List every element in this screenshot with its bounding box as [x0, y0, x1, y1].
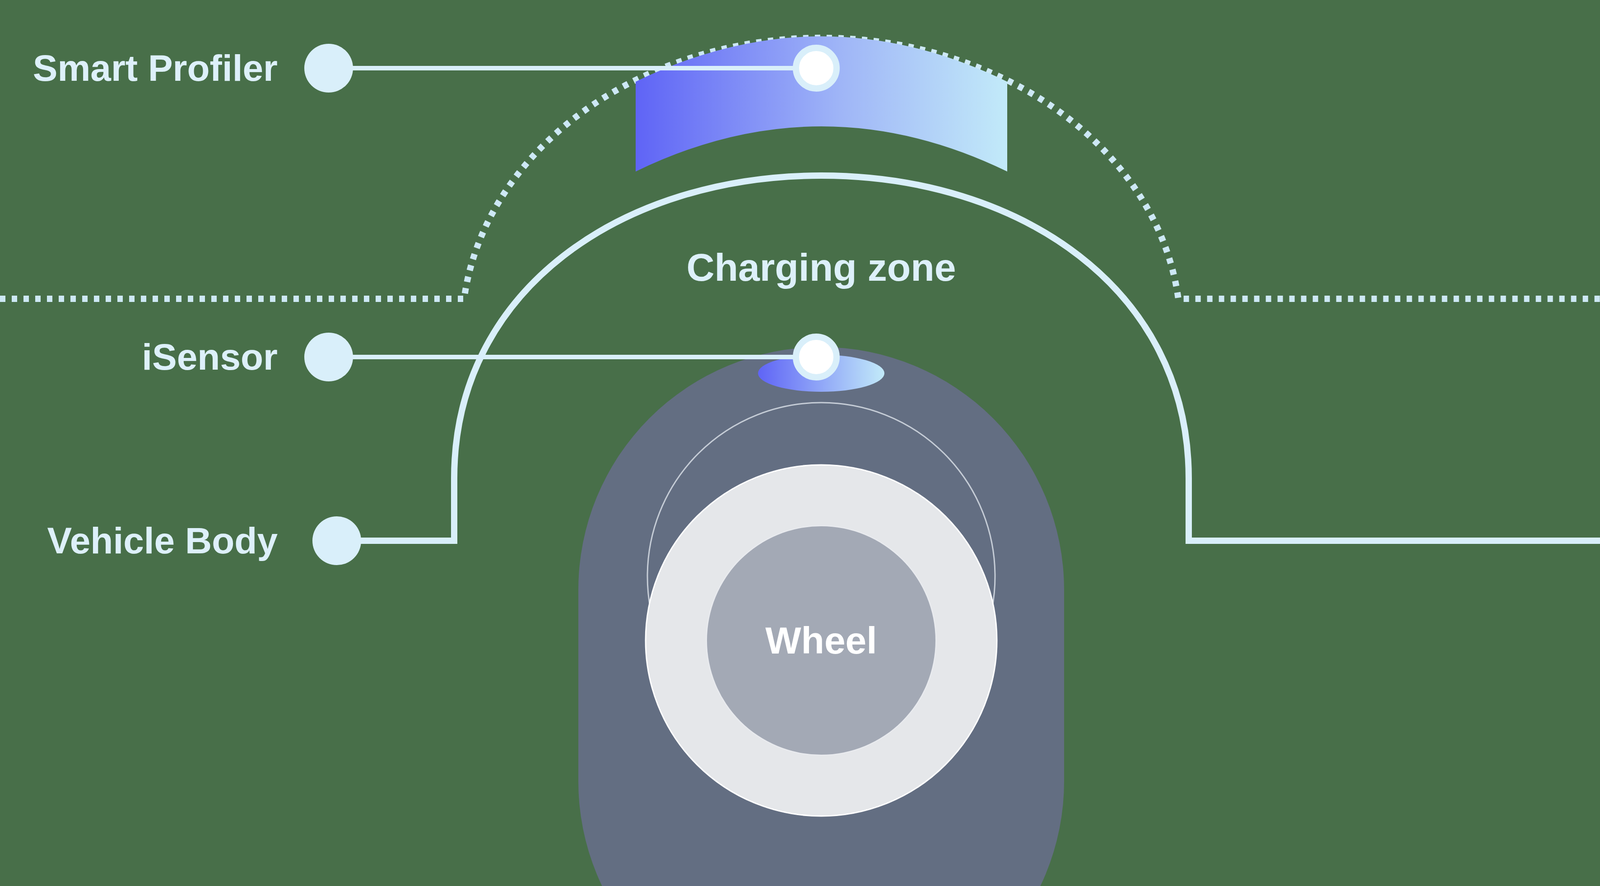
anchor-dot: [795, 47, 837, 89]
callout-label: Smart Profiler: [32, 49, 278, 87]
wheel-hub: Wheel: [706, 526, 936, 755]
smart-profiler-shape: [635, 36, 1008, 173]
scan-range: [0, 37, 1600, 299]
leader-dot: [312, 516, 362, 566]
leader-line: [328, 65, 817, 71]
anchor-dot: [795, 336, 837, 378]
leader-dot: [304, 43, 354, 93]
wheel-rim: [645, 465, 997, 817]
leader-line: [328, 354, 817, 360]
callout-label: iSensor: [141, 338, 278, 376]
callout-label: Vehicle Body: [47, 522, 278, 560]
zone-label: Charging zone: [686, 247, 956, 287]
leader-dot: [304, 332, 354, 382]
tyre: [578, 347, 1065, 886]
node-text: Wheel: [765, 621, 877, 660]
